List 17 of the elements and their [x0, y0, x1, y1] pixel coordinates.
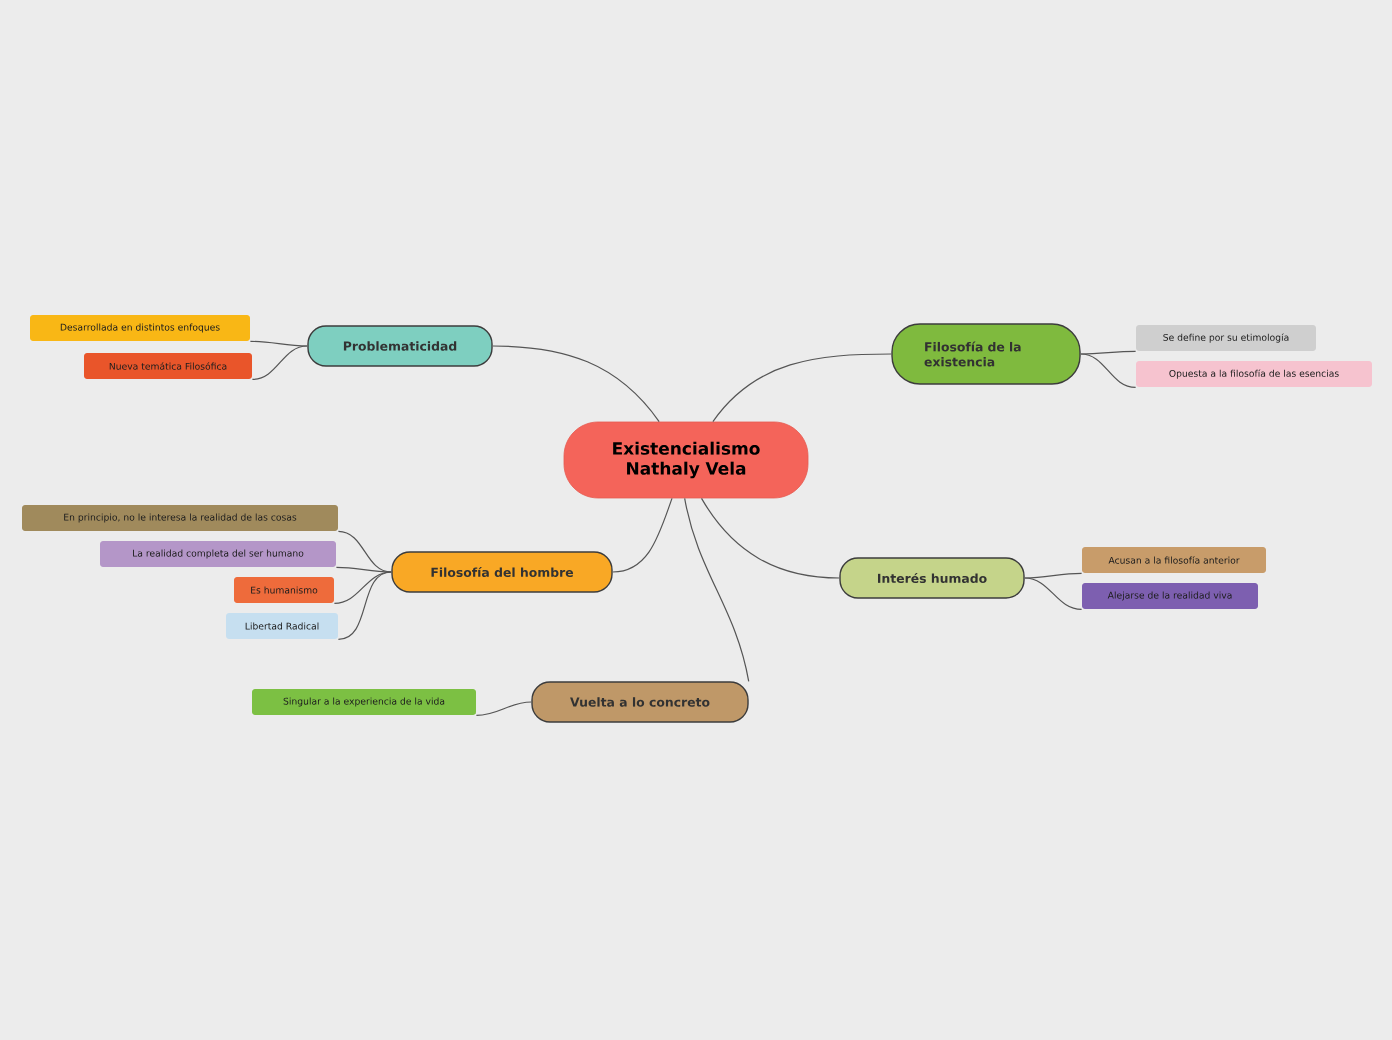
connector-line: [337, 571, 392, 640]
connector-line: [251, 345, 308, 380]
connector-line: [1080, 350, 1137, 355]
connector-line: [249, 340, 308, 347]
connector-line: [700, 497, 840, 579]
connector-line: [612, 497, 673, 573]
connector-line: [1024, 572, 1083, 579]
connector-line: [712, 353, 892, 423]
connector-line: [492, 345, 660, 423]
connector-line: [337, 530, 392, 573]
central-topic: Existencialismo Nathaly Vela: [563, 421, 809, 499]
connector-line: [475, 701, 532, 716]
connector-line: [1080, 353, 1137, 388]
connector-line: [1024, 577, 1083, 610]
connector-line: [333, 571, 392, 604]
connector-line: [335, 566, 392, 573]
connector-line: [684, 497, 750, 682]
